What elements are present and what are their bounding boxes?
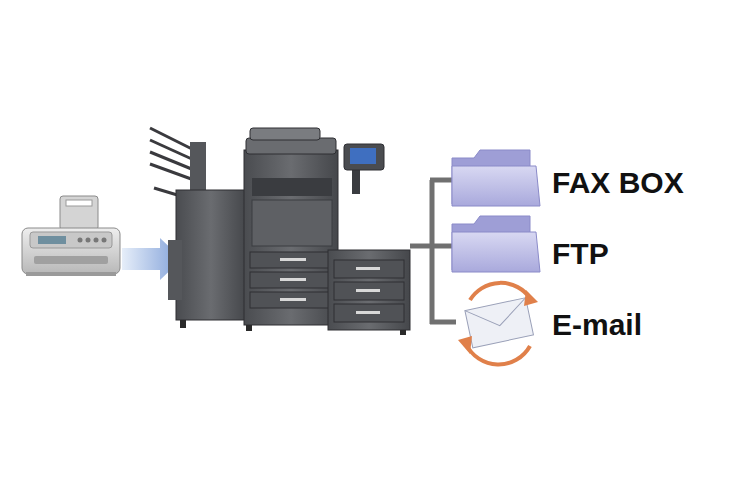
email-icon (458, 283, 538, 365)
folder-icon (452, 216, 540, 272)
distribution-bracket (410, 180, 456, 324)
folder-icon (452, 150, 540, 206)
multifunction-printer (150, 128, 410, 335)
destination-label: FAX BOX (552, 166, 684, 199)
destination-label: FTP (552, 237, 609, 270)
destination-label: E-mail (552, 308, 642, 341)
fax-machine (22, 196, 120, 276)
